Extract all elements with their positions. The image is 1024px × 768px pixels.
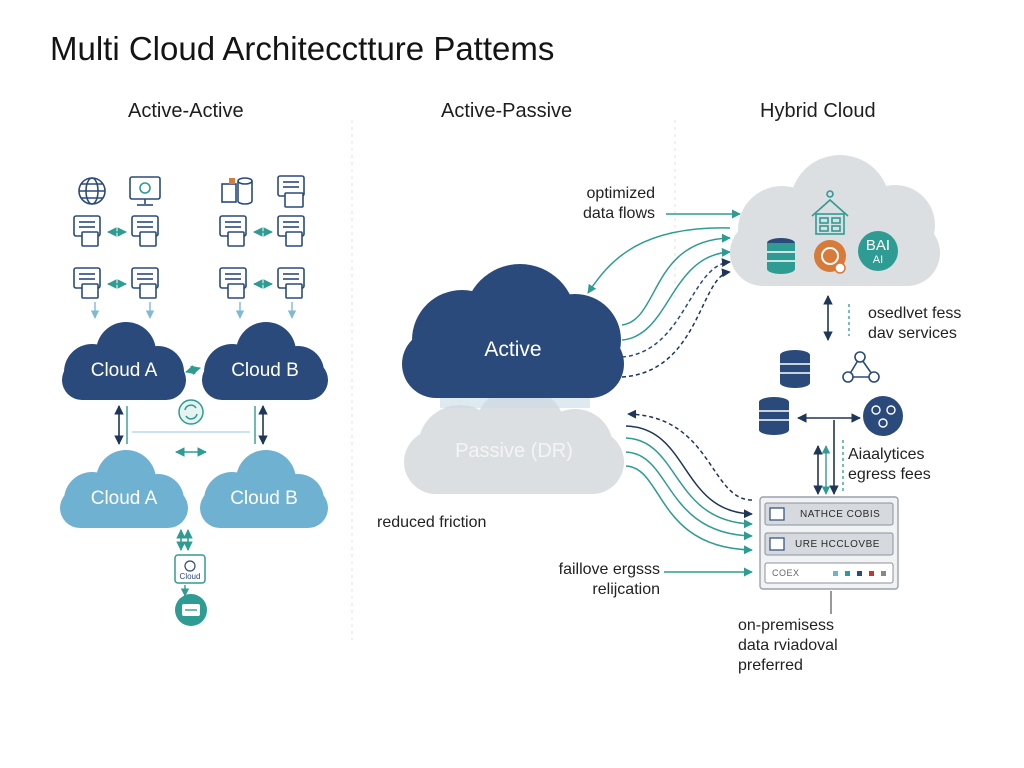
active-cloud: [402, 264, 624, 398]
reduced-friction-label: reduced friction: [377, 514, 487, 531]
section-title-active-active: Active-Active: [128, 100, 244, 122]
database-icon: [780, 350, 810, 388]
ai-badge-line2: AI: [872, 254, 884, 266]
globe-icon: [78, 177, 106, 205]
onprem-server-rack: [759, 496, 899, 590]
analytics-label-line1: Aiaalytices: [848, 446, 925, 463]
document-icon: [73, 215, 101, 247]
section-title-hybrid: Hybrid Cloud: [760, 100, 876, 122]
optimized-label-line1: optimized: [586, 185, 655, 202]
ai-badge-line1: BAI: [865, 237, 891, 254]
passive-cloud-label: Passive (DR): [455, 440, 573, 462]
cloud-b-bottom: [200, 450, 328, 528]
document-icon: [73, 267, 101, 299]
onprem-label-line3: preferred: [738, 657, 803, 674]
onprem-label-line2: data rviadoval: [738, 637, 838, 654]
cloud-a-top: [62, 322, 186, 400]
document-icon: [174, 554, 206, 584]
active-cloud-label: Active: [484, 338, 542, 361]
page-title: Multi Cloud Architecctture Pattems: [50, 30, 555, 67]
data-flow-line: [621, 233, 731, 326]
monitor-icon: [129, 176, 161, 206]
data-flow-line: [621, 268, 731, 378]
document-icon: [219, 267, 247, 299]
server-row-2-label: URE HCCLOVBE: [795, 539, 880, 550]
cloud-reflection: [440, 398, 590, 408]
data-flow-line: [621, 247, 731, 341]
ai-icon: [858, 231, 898, 271]
osedlvet-label-line2: dav services: [868, 325, 957, 342]
database-icon: [767, 238, 795, 274]
data-flow-line: [587, 227, 731, 294]
failover-flow-line: [627, 409, 753, 501]
cloud-b-bottom-label: Cloud B: [230, 488, 298, 509]
failover-flow-line: [625, 465, 753, 555]
server-row-3-label: COEX: [772, 568, 800, 578]
document-icon: [131, 215, 159, 247]
osedlvet-label-line1: osedlvet fess: [868, 305, 962, 322]
failover-label-line2: relijcation: [592, 581, 660, 598]
cloud-a-top-label: Cloud A: [90, 360, 158, 381]
onprem-label-line1: on-premisess: [738, 617, 835, 634]
network-nodes-icon: [842, 351, 880, 383]
failover-flow-line: [625, 451, 753, 541]
section-title-active-passive: Active-Passive: [441, 100, 573, 122]
cloud-b-top: [202, 322, 328, 400]
document-icon: [277, 215, 305, 247]
database-icon: [759, 397, 789, 435]
server-row-1-label: NATHCE COBIS: [800, 509, 881, 520]
document-icon: [219, 215, 247, 247]
building-icon: [811, 190, 849, 235]
analytics-network-icon: [863, 396, 903, 436]
document-icon: [277, 175, 305, 208]
settings-gear-icon: [814, 240, 846, 274]
refresh-icon: [178, 399, 204, 425]
database-server-icon: [221, 177, 253, 205]
sync-arrow: [185, 365, 201, 375]
document-icon: [277, 267, 305, 299]
cloud-a-bottom: [60, 450, 188, 528]
optimized-label-line2: data flows: [582, 205, 655, 222]
failover-label-line1: faillove ergsss: [558, 561, 660, 578]
document-icon: [131, 267, 159, 299]
failover-flow-line: [625, 425, 753, 519]
data-flow-line: [621, 258, 731, 358]
failover-flow-line: [625, 437, 753, 529]
cloud-b-top-label: Cloud B: [231, 360, 299, 381]
storage-icon: [175, 594, 207, 626]
cloud-a-bottom-label: Cloud A: [90, 488, 158, 509]
passive-cloud: [404, 386, 624, 494]
analytics-label-line2: egress fees: [848, 466, 931, 483]
doc-badge-label: Cloud: [179, 572, 201, 581]
